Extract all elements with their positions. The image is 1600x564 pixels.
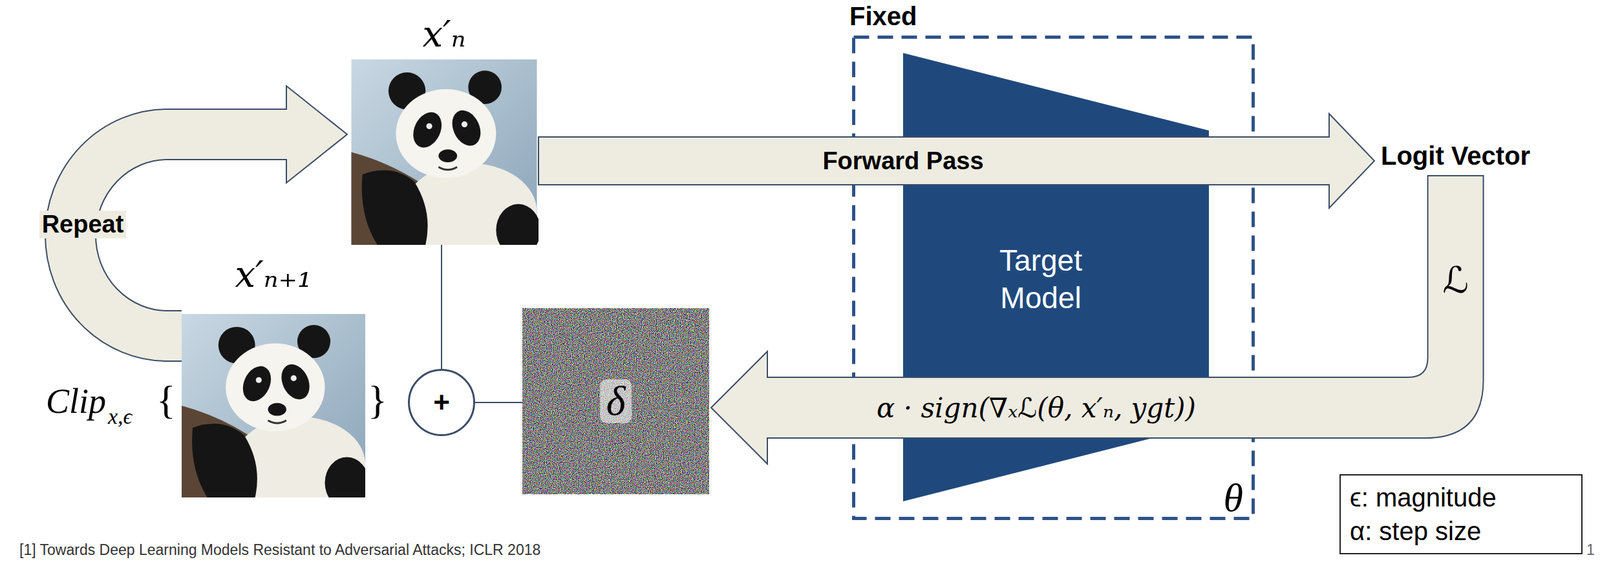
- trapezoid: [903, 53, 1209, 502]
- dashed-boundary: [852, 35, 1255, 521]
- footnote: [1] Towards Deep Learning Models Resista…: [19, 541, 541, 560]
- noise-image: [522, 308, 710, 495]
- arrow-head: [286, 85, 348, 183]
- image-label: x′ₙ: [349, 12, 539, 55]
- sum-circle: +: [407, 369, 476, 437]
- clip-subscript: x,ϵ: [107, 405, 132, 428]
- edge-label: α · sign(∇ₓℒ(θ, x′ₙ, ygt)): [874, 392, 1199, 425]
- region-title: Fixed: [849, 1, 917, 32]
- page-number: 1: [1586, 541, 1595, 560]
- brace: {: [156, 380, 176, 421]
- clip-operator: Clip: [45, 384, 107, 419]
- output-node: Logit Vector: [1376, 138, 1535, 174]
- input-image: x′ₙ: [349, 59, 539, 246]
- output-image: x′ₙ₊₁: [181, 314, 366, 498]
- dashed-outline: [853, 37, 1254, 520]
- panda-image: [181, 314, 370, 513]
- sum-line: [475, 402, 523, 404]
- connector-line: [440, 245, 443, 370]
- loss-symbol: ℒ: [1442, 262, 1469, 299]
- sum-line: [441, 245, 443, 370]
- perturbation-image: δ: [522, 308, 710, 495]
- arrow-head-outline: [286, 85, 348, 183]
- legend-entry: ϵ: magnitude: [1349, 480, 1573, 515]
- edge-label: Forward Pass: [819, 147, 986, 176]
- plus-sign: +: [433, 388, 450, 417]
- output-label: Logit Vector: [1380, 141, 1531, 171]
- param-symbol: θ: [1223, 477, 1244, 518]
- legend-box: ϵ: magnitudeα: step size: [1339, 474, 1583, 555]
- brace: }: [367, 380, 388, 421]
- model-name: Target Model: [969, 242, 1112, 317]
- panda-image: [351, 59, 542, 260]
- fixed-region: FixedθTarget Model: [852, 35, 1255, 521]
- target-model: Target Model: [903, 53, 1209, 502]
- perturbation-symbol: δ: [599, 379, 633, 424]
- connector-line: [475, 402, 523, 404]
- image-label: x′ₙ₊₁: [181, 253, 366, 296]
- edge-label: Repeat: [39, 210, 127, 239]
- legend-entry: α: step size: [1349, 514, 1573, 549]
